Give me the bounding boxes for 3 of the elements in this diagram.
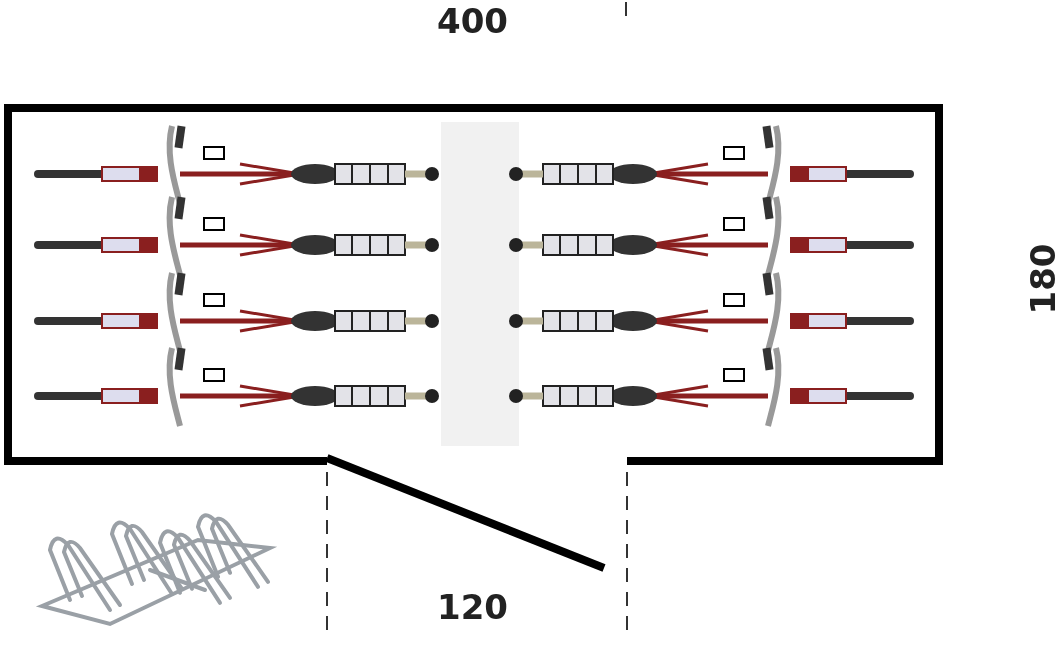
dimension-label: 180 (1026, 243, 1060, 315)
dimension-label: 120 (437, 590, 508, 624)
dimension-label: 400 (437, 4, 508, 38)
